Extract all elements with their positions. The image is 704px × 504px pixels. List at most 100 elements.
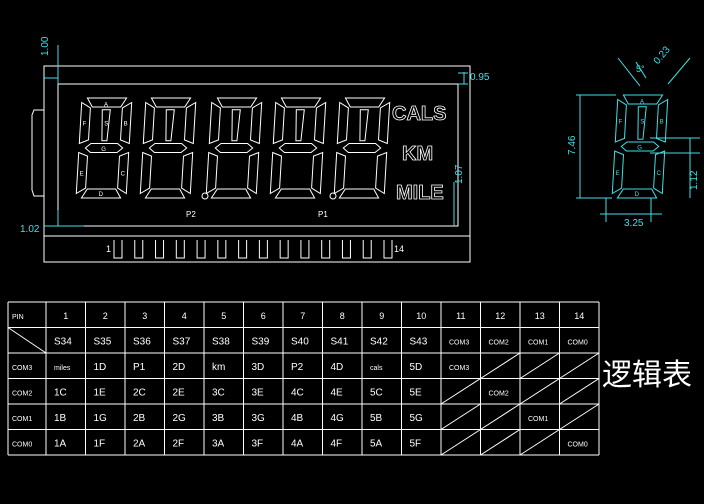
segment-e	[139, 151, 153, 195]
table-cell: 4F	[331, 438, 343, 449]
empty-cell-diagonal	[480, 429, 521, 456]
table-cell: 4B	[291, 413, 304, 424]
segment-d	[210, 188, 252, 199]
segment-letter-b: B	[124, 122, 128, 128]
table-cell: 1G	[94, 413, 108, 424]
segment-d	[80, 188, 122, 199]
table-cell: 1A	[54, 438, 67, 449]
table-cell: S37	[173, 336, 191, 347]
segment-letter-c: C	[121, 172, 126, 178]
table-cell: 1C	[54, 387, 67, 398]
pin-first-label: 1	[106, 244, 111, 254]
column-header-13: 13	[535, 311, 545, 321]
segment-letter-a: A	[640, 100, 644, 106]
row-label-com1: COM1	[12, 416, 32, 423]
table-cell: S42	[370, 336, 388, 347]
table-cell: COM1	[528, 416, 548, 423]
dim-bottom-left: 1.02	[20, 224, 40, 235]
segment-c	[311, 151, 324, 195]
table-cell: 5A	[370, 438, 383, 449]
column-header-9: 9	[379, 311, 384, 321]
empty-cell-diagonal	[559, 403, 600, 430]
column-header-2: 2	[103, 311, 108, 321]
segment-a	[216, 97, 258, 108]
segment-c	[375, 151, 388, 195]
table-cell: 3C	[212, 387, 225, 398]
segment-letter-f: F	[83, 122, 87, 128]
column-header-1: 1	[63, 311, 68, 321]
table-cell: S36	[133, 336, 151, 347]
column-header-10: 10	[416, 311, 426, 321]
lcd-outline	[31, 65, 471, 263]
pin-8	[258, 240, 268, 259]
pin-9	[279, 240, 289, 259]
segment-f	[208, 101, 221, 145]
dim-slant: 5°	[636, 64, 645, 74]
segment-g	[214, 143, 254, 153]
table-cell: S38	[212, 336, 230, 347]
segment-letter-g: G	[637, 146, 642, 152]
header-pin: PIN	[12, 314, 24, 321]
segment-s	[101, 109, 111, 142]
table-cell: 5D	[410, 362, 423, 373]
empty-cell-diagonal	[480, 352, 521, 379]
segment-e	[269, 151, 283, 195]
table-cell: COM1	[528, 339, 548, 346]
table-cell: 5G	[410, 413, 424, 424]
segment-letter-e: E	[80, 172, 84, 178]
table-cell: S34	[54, 336, 72, 347]
segment-b	[119, 101, 133, 145]
segment-f	[272, 101, 285, 145]
segment-g	[84, 143, 124, 153]
table-cell: 4A	[291, 438, 304, 449]
empty-cell-diagonal	[480, 403, 521, 430]
segment-letter-s: S	[104, 122, 108, 128]
table-cell: 4G	[331, 413, 345, 424]
table-cell: S40	[291, 336, 309, 347]
dim-seg-width: 0.23	[652, 44, 673, 66]
corner-diagonal	[7, 327, 47, 354]
segment-s	[165, 109, 175, 142]
empty-cell-diagonal	[440, 378, 481, 405]
table-cell: 4E	[331, 387, 344, 398]
segment-c	[117, 151, 130, 195]
pin-4	[175, 240, 185, 259]
segment-s	[637, 106, 647, 140]
logic-table-title: 逻辑表	[602, 359, 692, 392]
table-cell: 3A	[212, 438, 225, 449]
table-cell: 2D	[173, 362, 186, 373]
table-cell: COM3	[449, 365, 469, 372]
pin-6	[217, 240, 227, 259]
empty-cell-diagonal	[519, 378, 560, 405]
table-cell: 2F	[173, 438, 185, 449]
table-cell: 3G	[252, 413, 266, 424]
segment-letter-b: B	[660, 119, 664, 125]
segment-c	[181, 151, 194, 195]
segment-f	[142, 101, 155, 145]
segment-b	[183, 101, 197, 145]
row-label-com0: COM0	[12, 441, 32, 448]
table-cell: 5E	[410, 387, 423, 398]
segment-e	[611, 150, 625, 195]
pin-last-label: 14	[394, 244, 404, 254]
table-cell: S35	[94, 336, 112, 347]
digit-4	[269, 97, 327, 199]
table-cell: miles	[54, 365, 71, 372]
digit-3	[205, 97, 263, 199]
pin-row	[113, 240, 393, 259]
empty-cell-diagonal	[559, 352, 600, 379]
pin-10	[300, 240, 310, 259]
segment-letter-s: S	[640, 119, 644, 125]
segment-d	[616, 188, 658, 199]
dim-top: 1.00	[40, 36, 51, 56]
table-cell: COM0	[568, 339, 588, 346]
segment-g	[620, 141, 660, 152]
table-cell: 5C	[370, 387, 383, 398]
table-cell: 3E	[252, 387, 265, 398]
dim-right-height: 1.07	[454, 164, 465, 184]
dim-seg-gap: 1.12	[689, 170, 700, 190]
